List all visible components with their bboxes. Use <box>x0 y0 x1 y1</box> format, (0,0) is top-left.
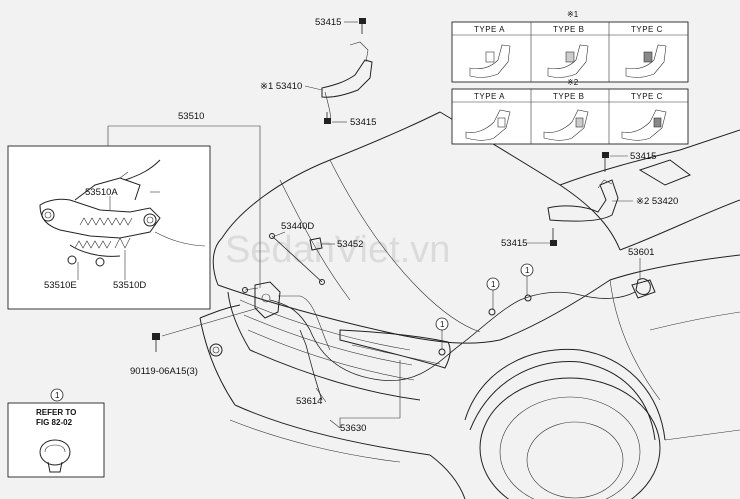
table-1-header-a: TYPE A <box>474 25 505 34</box>
label-53415-right-2: 53415 <box>501 238 527 249</box>
label-53510d: 53510D <box>113 280 146 291</box>
label-53410: ※1 53410 <box>260 81 302 92</box>
label-53630: 53630 <box>340 423 366 434</box>
lock-detail-inset <box>7 145 211 310</box>
table-2-mark: ※2 <box>567 78 579 87</box>
bolt-icon <box>324 112 331 124</box>
bolt-icon <box>602 152 609 172</box>
clip-marker: 1 <box>486 277 500 310</box>
clip-marker: 1 <box>520 263 534 296</box>
clip-icon <box>39 439 71 473</box>
hood-stay-holder <box>309 237 323 251</box>
vehicle-outline <box>199 111 740 499</box>
label-53415-top: 53415 <box>315 17 341 28</box>
leader-lines <box>150 21 641 428</box>
label-53452: 53452 <box>337 239 363 250</box>
leader-53510 <box>107 125 261 288</box>
watermark: SedanViet.vn <box>225 229 450 271</box>
bolt-icon <box>359 18 366 34</box>
refer-marker-text: 1 <box>55 391 60 400</box>
label-53510: 53510 <box>178 111 204 122</box>
release-cable <box>269 279 656 382</box>
hinge-type-c-icon <box>621 109 667 141</box>
release-lever <box>635 278 651 295</box>
table-2-header-c: TYPE C <box>631 92 663 101</box>
label-53601: 53601 <box>628 247 654 258</box>
label-53510a: 53510A <box>85 187 118 198</box>
label-53614: 53614 <box>296 396 322 407</box>
hood-lock-assembly <box>242 281 281 319</box>
refer-marker <box>50 388 64 402</box>
refer-box: 1 REFER TO FIG 82-02 <box>7 388 105 478</box>
label-90119: 90119-06A15(3) <box>130 366 198 377</box>
bolt-icon <box>550 228 557 246</box>
type-table-1: ※1 TYPE A TYPE B TYPE C <box>451 10 689 83</box>
label-53415-right-1: 53415 <box>630 151 656 162</box>
refer-line-2: FIG 82-02 <box>36 418 73 427</box>
inset-frame <box>7 145 211 310</box>
table-2-header-b: TYPE B <box>553 92 584 101</box>
hinge-type-b-icon <box>543 109 589 141</box>
hood-hinge-lh <box>321 18 373 125</box>
svg-text:1: 1 <box>525 266 530 275</box>
hood-hinge-rh <box>547 152 619 246</box>
label-53440d: 53440D <box>281 221 314 232</box>
table-1-header-c: TYPE C <box>631 25 663 34</box>
clip-marker: 1 <box>435 317 449 350</box>
table-2-header-a: TYPE A <box>474 92 505 101</box>
hinge-type-c-icon <box>625 44 667 78</box>
label-53415-mid: 53415 <box>350 117 376 128</box>
cable-53614 <box>299 329 341 429</box>
clip-markers: 1 1 1 <box>435 263 534 350</box>
table-2-frame <box>451 88 689 145</box>
hinge-type-b-icon <box>547 44 589 78</box>
type-table-2: ※2 TYPE A TYPE B TYPE C <box>451 78 689 145</box>
table-1-mark: ※1 <box>567 10 579 19</box>
hinge-type-a-icon <box>465 109 511 141</box>
table-1-header-b: TYPE B <box>553 25 584 34</box>
bolt-90119 <box>152 307 259 352</box>
label-53420: ※2 53420 <box>636 196 678 207</box>
label-53510e: 53510E <box>44 280 77 291</box>
hood-stay <box>269 233 325 285</box>
hinge-type-a-icon <box>469 44 511 78</box>
svg-text:1: 1 <box>491 280 496 289</box>
part-labels: 53415 ※1 53410 53415 53510 53510A 53510E… <box>44 17 678 434</box>
refer-line-1: REFER TO <box>36 408 76 417</box>
svg-text:1: 1 <box>440 320 445 329</box>
